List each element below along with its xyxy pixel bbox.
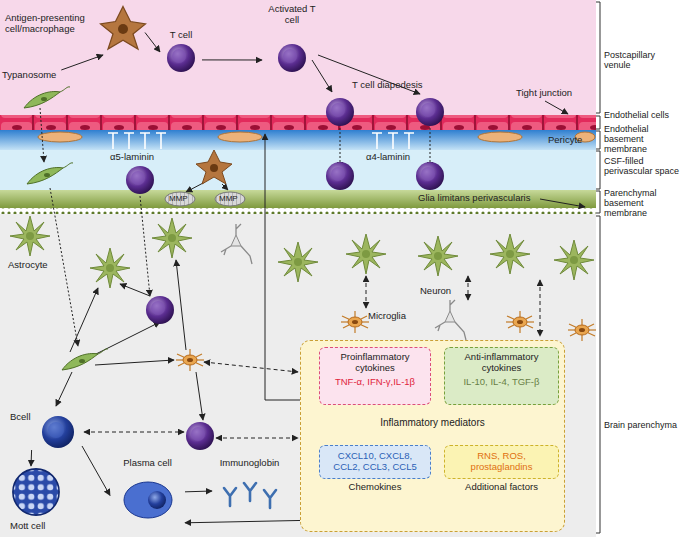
layer-label: Postcapillary venule	[604, 50, 680, 70]
microglia	[568, 319, 596, 341]
venule-lumen	[0, 0, 596, 115]
node-box: Antigen-presenting cell/macrophage	[5, 5, 145, 55]
connector	[82, 446, 110, 495]
frame-box: RNS, ROS, prostaglandins	[444, 445, 559, 479]
t-cell	[326, 162, 354, 190]
node-box: Activated T cell	[262, 4, 322, 74]
parenchyma	[0, 214, 596, 537]
neuron	[435, 300, 466, 340]
node-box: CXCL10, CXCL8, CCL2, CCL3, CCL5Chemokine…	[319, 445, 431, 525]
cell-shape	[264, 490, 276, 508]
node-label: Bcell	[10, 412, 31, 423]
t-cell	[416, 98, 444, 126]
cell-shape	[224, 488, 236, 506]
trypanosome	[62, 349, 108, 370]
node-label: Anti-inflammatory cytokines	[449, 352, 554, 374]
microglia	[506, 311, 534, 333]
node-label: Typanosome	[2, 70, 56, 81]
node-detail: IL-10, IL-4, TGF-β	[449, 377, 554, 388]
node-box: Bcell	[10, 410, 82, 450]
node-box: Immunoglobin	[212, 458, 287, 513]
node-label: Immunoglobin	[212, 458, 287, 469]
layer-label: α4-laminin	[366, 152, 410, 163]
connector	[31, 450, 33, 466]
cell-shape	[244, 483, 256, 501]
basement-membrane	[0, 130, 596, 150]
perivascular-space	[0, 150, 596, 190]
parenchymal-membrane	[0, 208, 596, 214]
cell-shape	[13, 469, 59, 515]
layer-label: Endothelial cells	[604, 110, 680, 120]
frame-box: CXCL10, CXCL8, CCL2, CCL3, CCL5	[319, 445, 431, 479]
layer-label: T cell diapedesis	[352, 80, 423, 91]
node-box: Typanosome	[2, 70, 78, 112]
laminin-marks	[108, 133, 414, 149]
cell-shape	[101, 7, 146, 50]
node-label: Inflammatory mediators	[301, 417, 564, 429]
astrocytes	[10, 216, 594, 288]
node-label: T cell	[160, 30, 202, 41]
dotted-arrows	[40, 108, 430, 346]
t-cell	[186, 422, 214, 450]
layer-label: α5-laminin	[110, 152, 154, 163]
cell-shape	[42, 416, 74, 448]
node-label: Mott cell	[10, 521, 45, 532]
mmp-blob	[165, 192, 195, 206]
layer-label: Tight junction	[516, 88, 572, 99]
node-label: CXCL10, CXCL8, CCL2, CCL3, CCL5	[324, 451, 426, 473]
pericytes	[38, 132, 595, 142]
node-box: Anti-inflammatory cytokinesIL-10, IL-4, …	[444, 347, 559, 405]
node-detail: Additional factors	[444, 482, 559, 493]
connector	[185, 491, 212, 493]
layer-label: Brain parenchyma	[604, 420, 680, 430]
node-box: RNS, ROS, prostaglandinsAdditional facto…	[444, 445, 559, 525]
node-box: Inflammatory mediators Proinflammatory cy…	[300, 340, 565, 532]
layer-label: Astrocyte	[8, 260, 48, 271]
microglia	[341, 311, 369, 333]
layer-label: MMP	[169, 194, 188, 203]
layer-label: Parenchymal basement membrane	[604, 188, 680, 218]
node-detail: Chemokines	[319, 482, 431, 493]
cell-shape	[24, 87, 70, 108]
t-cell	[326, 98, 354, 126]
node-box: T cell	[160, 30, 202, 74]
connector	[61, 55, 103, 70]
node-box: Plasma cell	[110, 458, 185, 530]
layer-label: MMP	[219, 194, 238, 203]
microglia	[176, 349, 204, 371]
macrophage	[196, 150, 232, 184]
t-cell	[126, 166, 154, 194]
connector	[185, 520, 300, 522]
glia-limitans	[0, 190, 596, 208]
layer-brackets	[596, 2, 600, 533]
connector	[145, 33, 160, 53]
cell-shape	[167, 44, 195, 72]
node-box: Proinflammatory cytokinesTNF-α, IFN-γ,IL…	[319, 347, 431, 405]
cell-icon	[110, 458, 185, 530]
endothelium	[0, 115, 596, 130]
mmp-blob	[215, 192, 245, 206]
trypanosome	[27, 163, 73, 184]
node-label: Activated T cell	[262, 4, 322, 26]
node-label: Proinflammatory cytokines	[324, 352, 426, 374]
cell-shape	[278, 44, 306, 72]
layer-label: Microglia	[368, 311, 406, 322]
node-label: RNS, ROS, prostaglandins	[449, 451, 554, 473]
layer-label: Glia limitans perivascularis	[418, 193, 530, 204]
neuron	[221, 224, 252, 264]
node-box: Mott cell	[10, 466, 80, 532]
connector	[202, 59, 262, 60]
cell-shape	[124, 482, 172, 518]
layer-label: Pericyte	[548, 135, 582, 146]
node-detail: TNF-α, IFN-γ,IL-1β	[324, 377, 426, 388]
layer-label: Neuron	[420, 286, 451, 297]
layer-label: CSF-filled perivascular space	[604, 156, 680, 176]
t-cell	[416, 162, 444, 190]
t-cell	[146, 296, 174, 324]
node-label: Antigen-presenting cell/macrophage	[5, 13, 101, 35]
node-label: Plasma cell	[110, 458, 185, 469]
layer-label: Endothelial basement membrane	[604, 124, 680, 154]
